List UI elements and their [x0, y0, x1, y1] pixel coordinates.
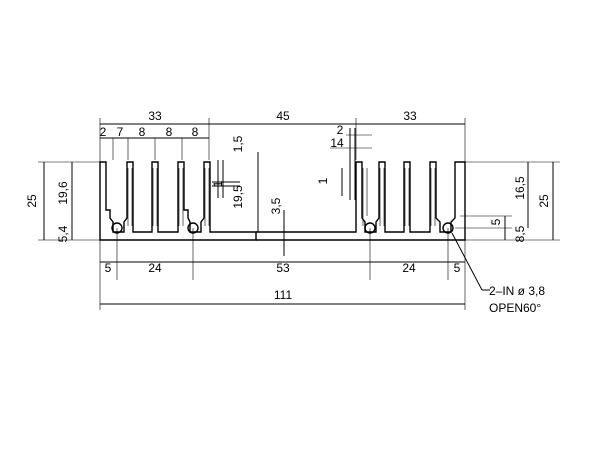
dim-left-height-25: 25 — [25, 194, 39, 208]
dimension-lines — [43, 123, 554, 305]
dim-top-middle-45: 45 — [276, 109, 290, 123]
dim-fin-pitch-8c: 8 — [192, 125, 199, 139]
dim-right-height-25: 25 — [537, 194, 551, 208]
dim-inner-1-5: 1,5 — [231, 135, 245, 152]
hole-note-line2: OPEN60° — [489, 301, 541, 315]
dim-top-right-33: 33 — [403, 109, 417, 123]
dim-fin-thickness-2: 2 — [100, 125, 107, 139]
dim-hole-spacing-left-24: 24 — [148, 261, 162, 275]
dim-right-fin-16-5: 16,5 — [513, 176, 527, 200]
dim-top-left-33: 33 — [148, 109, 162, 123]
dim-inner-19-5: 19,5 — [231, 185, 245, 209]
dim-fin-gap-7: 7 — [117, 125, 124, 139]
dim-hole-spacing-right-24: 24 — [402, 261, 416, 275]
dim-fin-pitch-8b: 8 — [166, 125, 173, 139]
dim-hole-spacing-middle-53: 53 — [276, 261, 290, 275]
hole-note-leader — [451, 232, 490, 291]
dim-inner-1-left: 1 — [211, 180, 225, 187]
dim-hole-offset-left-5: 5 — [105, 261, 112, 275]
dim-right-fin-14: 14 — [330, 136, 344, 150]
heatsink-profile — [99, 161, 466, 241]
dim-left-base-5-4: 5,4 — [56, 225, 70, 242]
dim-hole-offset-right-5: 5 — [454, 261, 461, 275]
dim-right-base-8-5: 8,5 — [513, 225, 527, 242]
hole-note-line1: 2–IN ø 3,8 — [489, 284, 545, 298]
dim-inner-1-right: 1 — [316, 177, 330, 184]
dim-inner-3-5: 3,5 — [269, 197, 283, 214]
extension-lines — [38, 118, 560, 310]
dim-right-fin-2: 2 — [337, 123, 344, 137]
dim-fin-pitch-8a: 8 — [139, 125, 146, 139]
dim-right-hole-5: 5 — [489, 218, 503, 225]
dim-overall-width-111: 111 — [274, 288, 293, 302]
dim-left-fin-19-6: 19,6 — [56, 181, 70, 205]
